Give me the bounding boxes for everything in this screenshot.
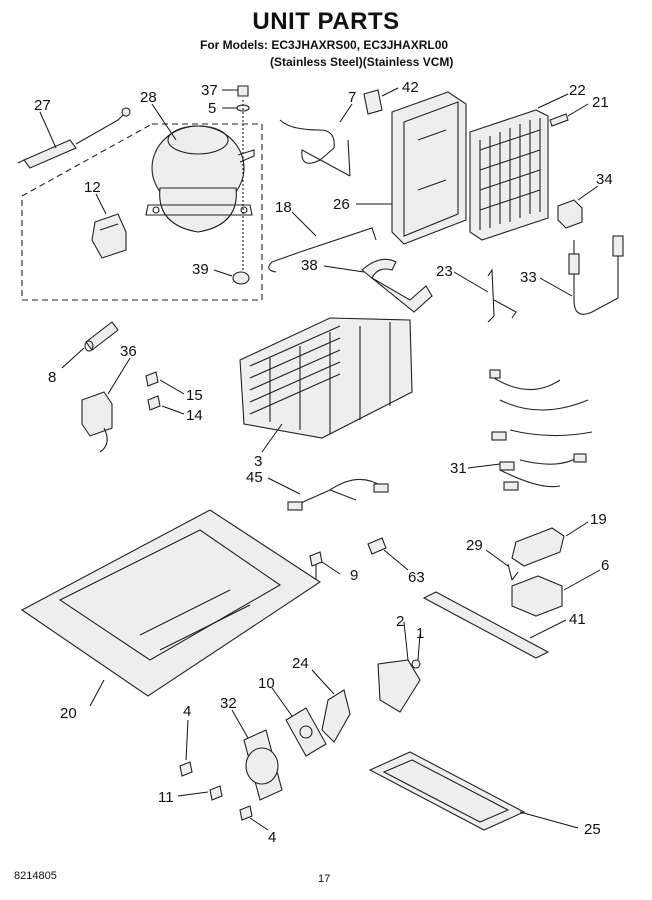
callout-19: 19 xyxy=(590,511,607,528)
part-12-relay xyxy=(91,213,127,259)
callout-32: 32 xyxy=(220,695,237,712)
callout-38: 38 xyxy=(301,257,318,274)
callout-7: 7 xyxy=(348,89,356,106)
part-45-harness xyxy=(287,478,389,511)
part-34-bracket xyxy=(557,199,583,229)
part-8-fitting xyxy=(84,321,119,352)
part-33-tube xyxy=(568,235,624,315)
part-42-clip xyxy=(363,89,383,115)
part-31-harness xyxy=(489,369,593,491)
callout-42: 42 xyxy=(402,79,419,96)
part-37-5-39-fasteners xyxy=(232,85,250,285)
callout-10: 10 xyxy=(258,675,275,692)
callout-37: 37 xyxy=(201,82,218,99)
part-3-evaporator xyxy=(239,317,413,439)
callout-36: 36 xyxy=(120,343,137,360)
part-24-motor xyxy=(321,689,351,743)
part-21-screw xyxy=(549,113,569,127)
callout-45: 45 xyxy=(246,469,263,486)
part-20-base-pan xyxy=(20,509,321,697)
callout-14: 14 xyxy=(186,407,203,424)
part-26-panel xyxy=(391,91,467,245)
callout-23: 23 xyxy=(436,263,453,280)
part-22-condenser xyxy=(469,109,549,241)
callout-34: 34 xyxy=(596,171,613,188)
callout-6: 6 xyxy=(601,557,609,574)
callout-18: 18 xyxy=(275,199,292,216)
part-63-fitting xyxy=(367,537,387,555)
callout-63: 63 xyxy=(408,569,425,586)
callout-2: 2 xyxy=(396,613,404,630)
callout-24: 24 xyxy=(292,655,309,672)
part-41-strip xyxy=(422,591,550,659)
part-7-tube xyxy=(279,119,351,177)
callout-15: 15 xyxy=(186,387,203,404)
part-18-rod xyxy=(268,227,377,273)
finish-list: (Stainless Steel)(Stainless VCM) xyxy=(270,55,454,69)
callout-4-upper: 4 xyxy=(183,703,191,720)
part-19-board xyxy=(511,527,565,567)
callout-9: 9 xyxy=(350,567,358,584)
callout-8: 8 xyxy=(48,369,56,386)
callout-labels: 27 28 37 5 7 42 22 21 12 26 34 18 38 39 … xyxy=(34,79,613,846)
callout-4-lower: 4 xyxy=(268,829,276,846)
part-28-compressor-group xyxy=(21,123,263,301)
part-6-box xyxy=(511,575,563,617)
callout-25: 25 xyxy=(584,821,601,838)
part-27-probe xyxy=(17,107,131,169)
callout-11: 11 xyxy=(158,789,174,806)
part-25-drain-pan xyxy=(368,751,526,831)
part-2-1-fan xyxy=(377,659,421,713)
callout-21: 21 xyxy=(592,94,609,111)
callout-41: 41 xyxy=(569,611,586,628)
page-title: UNIT PARTS xyxy=(252,8,400,35)
document-number: 8214805 xyxy=(14,870,57,882)
callout-12: 12 xyxy=(84,179,101,196)
part-29-sensor xyxy=(507,563,519,581)
model-list: For Models: EC3JHAXRS00, EC3JHAXRL00 xyxy=(200,38,449,52)
callout-39: 39 xyxy=(192,261,209,278)
part-38-drain-tube xyxy=(361,258,433,313)
part-9-screw xyxy=(309,551,323,580)
callout-33: 33 xyxy=(520,269,537,286)
part-15-14-screws xyxy=(145,371,161,411)
callout-27: 27 xyxy=(34,97,51,114)
page-number: 17 xyxy=(318,873,331,885)
callout-5: 5 xyxy=(208,100,216,117)
part-4-11-screws xyxy=(179,761,253,821)
callout-26: 26 xyxy=(333,196,350,213)
callout-28: 28 xyxy=(140,89,157,106)
part-23-clip xyxy=(487,268,517,323)
leader-lines xyxy=(39,87,601,831)
part-10-bracket xyxy=(285,707,327,757)
callout-1: 1 xyxy=(416,625,424,642)
callout-20: 20 xyxy=(60,705,77,722)
callout-29: 29 xyxy=(466,537,483,554)
callout-22: 22 xyxy=(569,82,586,99)
part-32-shroud xyxy=(243,729,283,801)
callout-3: 3 xyxy=(254,453,262,470)
part-36-transformer xyxy=(81,391,113,453)
callout-31: 31 xyxy=(450,460,467,477)
